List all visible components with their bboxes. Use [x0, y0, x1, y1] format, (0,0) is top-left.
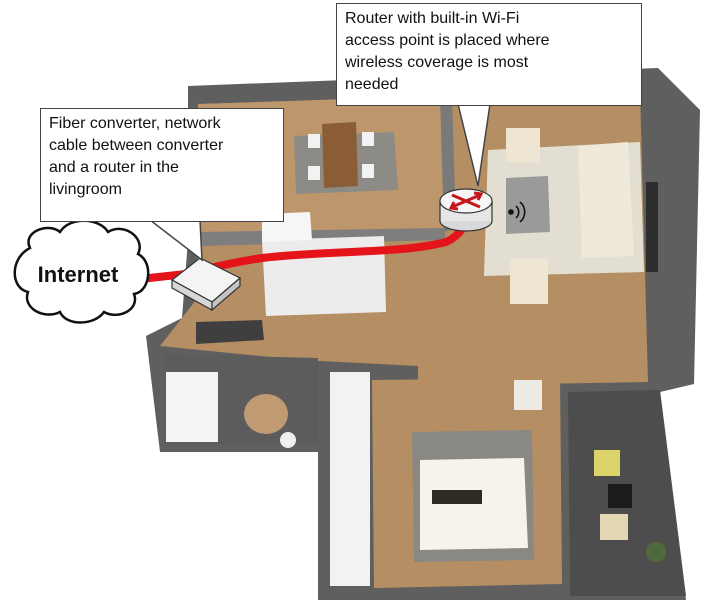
router-callout: Router with built-in Wi-Fi access point …	[336, 3, 642, 106]
router-arrows-icon	[448, 191, 484, 211]
balcony-plant	[646, 542, 666, 562]
tv-cabinet	[646, 182, 658, 272]
dining-chair	[308, 166, 320, 180]
bedroom-chair	[514, 380, 542, 410]
router-callout-line: access point is placed where	[345, 32, 550, 49]
internet-label: Internet	[37, 262, 119, 287]
coffee-table	[506, 176, 550, 234]
dining-chair	[308, 134, 320, 148]
toilet	[280, 432, 296, 448]
armchair	[510, 258, 548, 304]
fiber-callout-line: and a router in the	[49, 159, 179, 176]
network-cable	[136, 210, 474, 283]
armchair	[506, 128, 540, 162]
fiber-callout-line: Fiber converter, network	[49, 115, 221, 132]
fiber-callout-line: livingroom	[49, 181, 122, 198]
bathtub	[166, 372, 218, 442]
fiber-converter-side	[211, 276, 241, 312]
router-callout-line: Router with built-in Wi-Fi	[345, 10, 520, 27]
hall-stairs	[196, 320, 264, 344]
bed-tray	[432, 490, 482, 504]
router-callout-line: wireless coverage is most	[345, 54, 529, 71]
internet-cloud	[13, 219, 150, 324]
balcony-chair	[608, 484, 632, 508]
dining-chair	[362, 132, 374, 146]
wardrobe	[330, 372, 370, 586]
sofa	[578, 142, 634, 258]
balcony-chair	[600, 514, 628, 540]
router-callout-line: needed	[345, 76, 399, 93]
fiber-callout-line: cable between converter	[49, 137, 224, 154]
dining-chair	[362, 164, 374, 178]
fiber-callout: Fiber converter, network cable between c…	[40, 108, 284, 222]
wifi-signal-icon	[508, 201, 526, 223]
dining-table	[322, 122, 358, 188]
bath-rug	[244, 394, 288, 434]
balcony-chair	[594, 450, 620, 476]
fiber-callout-pointer	[147, 219, 203, 262]
